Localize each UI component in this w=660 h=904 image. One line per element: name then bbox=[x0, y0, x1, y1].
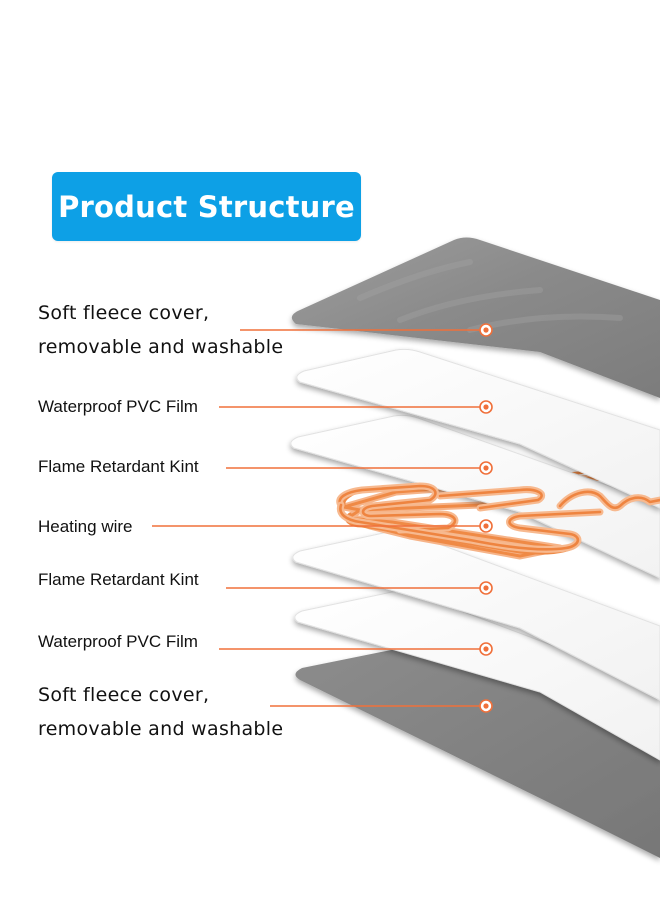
label-bottom-flame-knit: Flame Retardant Kint bbox=[38, 570, 199, 590]
leader-lines bbox=[152, 329, 486, 707]
target-dot-5 bbox=[479, 581, 493, 595]
target-dots bbox=[479, 323, 493, 713]
label-top-flame-knit: Flame Retardant Kint bbox=[38, 457, 199, 477]
target-dot-7 bbox=[479, 699, 493, 713]
label-line: removable and washable bbox=[38, 336, 284, 358]
label-heating-wire: Heating wire bbox=[38, 517, 133, 537]
label-line: Soft fleece cover, bbox=[38, 302, 210, 324]
label-bottom-fleece: Soft fleece cover, removable and washabl… bbox=[38, 678, 283, 746]
label-line: Heating wire bbox=[38, 517, 133, 536]
label-line: Flame Retardant Kint bbox=[38, 457, 199, 476]
target-dot-4 bbox=[479, 519, 493, 533]
target-dot-2 bbox=[479, 400, 493, 414]
label-line: Flame Retardant Kint bbox=[38, 570, 199, 589]
label-top-pvc-film: Waterproof PVC Film bbox=[38, 397, 198, 417]
target-dot-1 bbox=[479, 323, 493, 337]
label-line: removable and washable bbox=[38, 718, 284, 740]
label-line: Soft fleece cover, bbox=[38, 684, 210, 706]
film-layer-top bbox=[296, 348, 660, 509]
label-top-fleece: Soft fleece cover, removable and washabl… bbox=[38, 296, 283, 364]
title: Product Structure bbox=[58, 189, 355, 224]
label-bottom-pvc-film: Waterproof PVC Film bbox=[38, 632, 198, 652]
heating-wire-visible bbox=[336, 482, 660, 553]
target-dot-3 bbox=[479, 461, 493, 475]
target-dot-6 bbox=[479, 642, 493, 656]
fleece-layer-top bbox=[291, 237, 660, 398]
label-line: Waterproof PVC Film bbox=[38, 632, 198, 651]
label-line: Waterproof PVC Film bbox=[38, 397, 198, 416]
product-structure-badge: Product Structure bbox=[52, 172, 361, 241]
